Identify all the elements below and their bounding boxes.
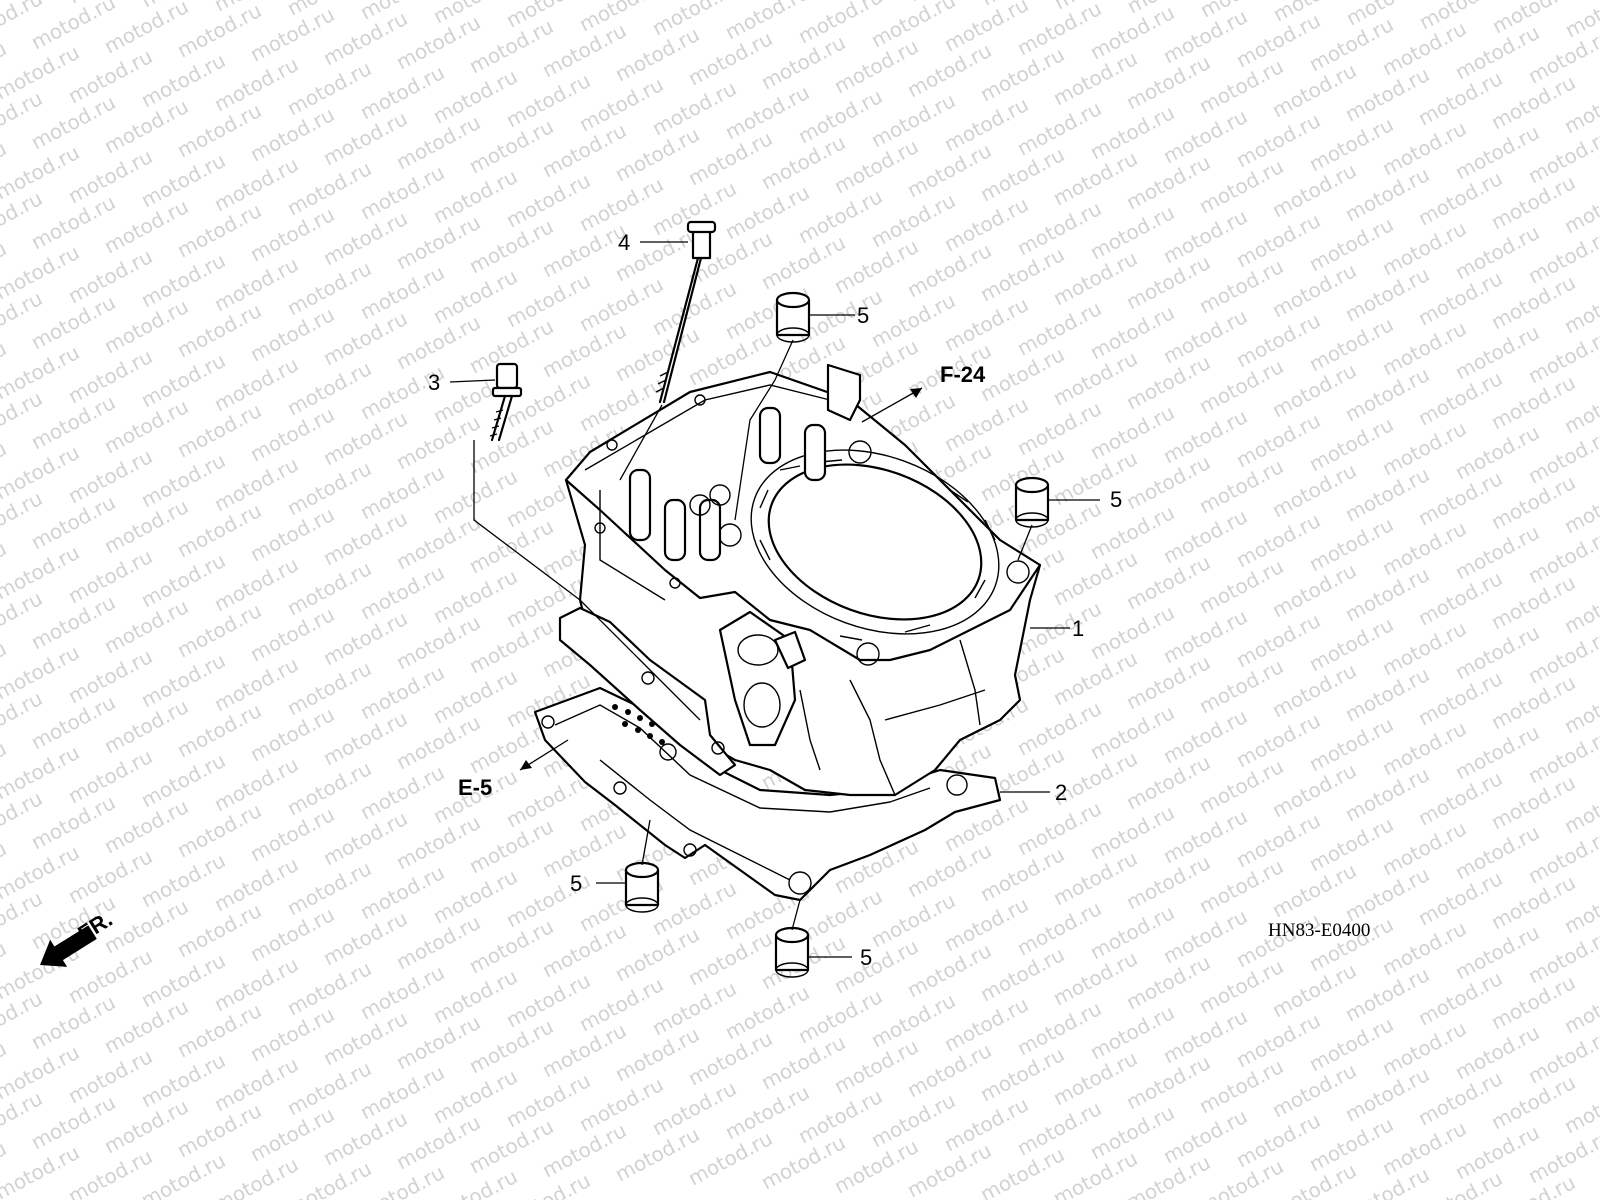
long-cylinder-bolt [655,220,717,404]
callout-4: 4 [618,230,630,255]
water-joint-bracket [558,606,737,777]
ref-e5: E-5 [458,775,492,800]
short-flange-bolt [489,362,523,442]
dowel-pin-right [1014,476,1050,528]
gasket-oil-holes [612,704,665,745]
callout-5-top: 5 [857,303,869,328]
cylinder-bore [767,463,983,621]
ref-f24: F-24 [940,362,986,387]
callout-3: 3 [428,370,440,395]
diagram-code: HN83-E0400 [1268,920,1370,941]
callout-5-bottom: 5 [860,945,872,970]
dowel-pin-lower-left [624,861,660,913]
dowel-pin-top [775,291,811,343]
callout-5-right: 5 [1110,487,1122,512]
cylinder-gasket [533,686,1002,902]
callout-1: 1 [1072,616,1084,641]
dowel-pin-bottom [774,926,810,978]
callout-2: 2 [1055,780,1067,805]
callout-5-lower-left: 5 [570,871,582,896]
leader-lines [449,241,1100,958]
cylinder-assembly-drawing [533,363,1042,902]
front-arrow-icon [40,925,97,967]
